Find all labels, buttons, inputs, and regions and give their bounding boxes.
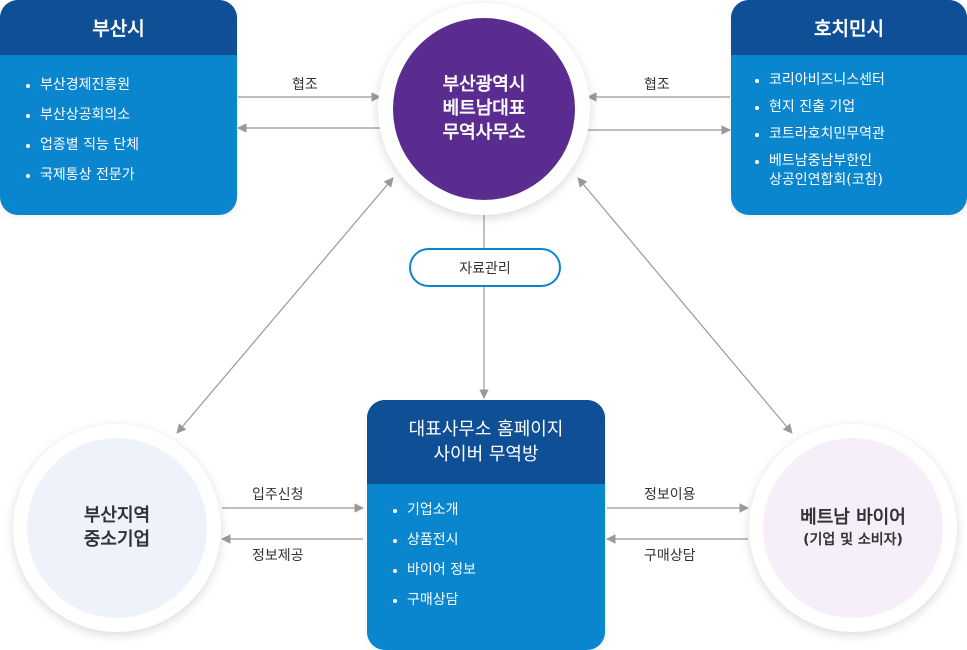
sme-line-1: 부산지역 xyxy=(83,505,151,526)
sme-line-2: 중소기업 xyxy=(83,529,151,550)
center-line-2: 베트남대표 xyxy=(442,98,526,119)
list-item: 기업소개 xyxy=(391,501,605,520)
homepage-title-line2: 사이버 무역방 xyxy=(433,444,539,465)
homepage-title-line1: 대표사무소 홈페이지 xyxy=(408,419,564,440)
center-line-1: 부산광역시 xyxy=(442,74,526,95)
list-item: 부산상공회의소 xyxy=(24,106,237,125)
list-item: 코리아비즈니스센터 xyxy=(753,71,967,90)
list-item: 구매상담 xyxy=(391,591,605,610)
busan-city-title: 부산시 xyxy=(0,0,237,55)
homepage-box: 대표사무소 홈페이지 사이버 무역방 기업소개 상품전시 바이어 정보 구매상담 xyxy=(367,400,605,650)
hochiminh-title: 호치민시 xyxy=(731,0,967,55)
list-item: 베트남중남부한인 상공인연합회(코참) xyxy=(753,152,967,190)
purchase-label: 구매상담 xyxy=(644,548,696,564)
list-item: 상품전시 xyxy=(391,531,605,550)
busan-city-list: 부산경제진흥원 부산상공회의소 업종별 직능 단체 국제통상 전문가 xyxy=(0,55,237,185)
homepage-title: 대표사무소 홈페이지 사이버 무역방 xyxy=(367,400,605,484)
busan-sme-inner: 부산지역 중소기업 xyxy=(27,438,207,618)
list-item: 국제통상 전문가 xyxy=(24,166,237,185)
list-item: 바이어 정보 xyxy=(391,561,605,580)
buyer-line-2: (기업 및 소비자) xyxy=(803,532,903,548)
list-item: 부산경제진흥원 xyxy=(24,76,237,95)
list-item: 코트라호치민무역관 xyxy=(753,125,967,144)
list-item: 업종별 직능 단체 xyxy=(24,136,237,155)
info-provide-label: 정보제공 xyxy=(252,548,304,564)
info-use-label: 정보이용 xyxy=(644,487,696,503)
data-management-pill: 자료관리 xyxy=(409,248,561,287)
hochiminh-box: 호치민시 코리아비즈니스센터 현지 진출 기업 코트라호치민무역관 베트남중남부… xyxy=(731,0,967,215)
center-line-3: 무역사무소 xyxy=(442,122,526,143)
hochiminh-list: 코리아비즈니스센터 현지 진출 기업 코트라호치민무역관 베트남중남부한인 상공… xyxy=(731,55,967,190)
vietnam-buyer-circle: 베트남 바이어 (기업 및 소비자) xyxy=(749,424,957,632)
vietnam-buyer-inner: 베트남 바이어 (기업 및 소비자) xyxy=(763,438,943,618)
busan-city-box: 부산시 부산경제진흥원 부산상공회의소 업종별 직능 단체 국제통상 전문가 xyxy=(0,0,237,215)
coop-label-right: 협조 xyxy=(644,77,670,93)
homepage-list: 기업소개 상품전시 바이어 정보 구매상담 xyxy=(367,484,605,610)
move-in-label: 입주신청 xyxy=(252,487,304,503)
busan-sme-circle: 부산지역 중소기업 xyxy=(13,424,221,632)
list-item: 현지 진출 기업 xyxy=(753,98,967,117)
center-office-inner: 부산광역시 베트남대표 무역사무소 xyxy=(393,18,575,200)
arrow-center-sme xyxy=(176,177,394,434)
buyer-line-1: 베트남 바이어 xyxy=(800,507,906,528)
center-office-circle: 부산광역시 베트남대표 무역사무소 xyxy=(378,3,590,215)
arrow-center-buyer xyxy=(577,177,793,434)
coop-label-left: 협조 xyxy=(292,77,318,93)
